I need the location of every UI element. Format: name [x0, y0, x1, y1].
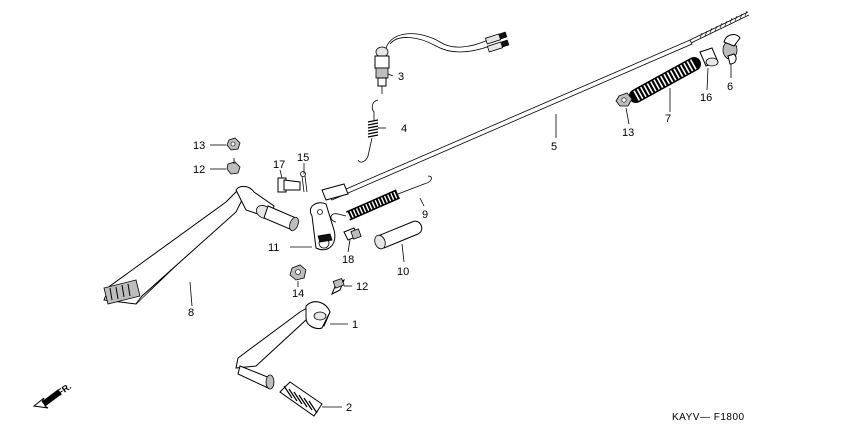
part-12-bolt-upper [226, 158, 241, 175]
callout-labels: 1 2 3 4 5 6 7 8 9 10 11 12 12 13 13 14 1… [188, 71, 733, 414]
part-11-brake-arm [310, 202, 336, 251]
part-10-sleeve [374, 220, 423, 250]
part-8-brake-pedal [103, 185, 299, 305]
callout-18: 18 [342, 254, 354, 266]
part-6-adjusting-nut [722, 34, 741, 65]
callout-12-upper: 12 [193, 164, 205, 176]
part-14-nut [289, 264, 307, 281]
part-3-stop-switch [374, 31, 510, 94]
callout-5: 5 [551, 141, 557, 153]
front-direction-indicator: FR. [32, 381, 73, 409]
part-16-joint [699, 47, 719, 67]
part-15-cotter-pin [300, 171, 308, 193]
callout-4: 4 [401, 123, 407, 135]
part-18-bolt [343, 227, 362, 241]
callout-12-lower: 12 [356, 281, 368, 293]
callout-14: 14 [292, 288, 304, 300]
figure-code: KAYV— F1800 [672, 412, 745, 423]
callout-13-right: 13 [622, 127, 634, 139]
callout-1: 1 [352, 319, 358, 331]
leader-lines [189, 64, 732, 408]
part-5-brake-rod [321, 10, 750, 201]
callout-6: 6 [727, 81, 733, 93]
part-17-pivot-bolt [277, 177, 301, 193]
callout-8: 8 [188, 307, 194, 319]
part-13-nut-right [615, 92, 633, 107]
part-1-step-holder [235, 301, 331, 390]
callout-7: 7 [665, 113, 671, 125]
part-4-switch-spring [357, 99, 379, 163]
part-13-nut-left [226, 137, 241, 151]
callout-10: 10 [397, 266, 409, 278]
callout-11: 11 [268, 242, 279, 254]
callout-17: 17 [273, 159, 285, 171]
part-2-footpeg-rubber [279, 381, 323, 417]
callout-15: 15 [297, 152, 309, 164]
callout-13-upper: 13 [193, 140, 205, 152]
part-12-bolt-lower [331, 277, 345, 296]
callout-3: 3 [398, 71, 404, 83]
callout-2: 2 [346, 402, 352, 414]
front-arrow-icon [32, 389, 62, 409]
callout-16: 16 [700, 92, 712, 104]
callout-9: 9 [422, 209, 428, 221]
part-9-return-spring [330, 175, 432, 223]
part-7-rod-spring [629, 57, 701, 103]
